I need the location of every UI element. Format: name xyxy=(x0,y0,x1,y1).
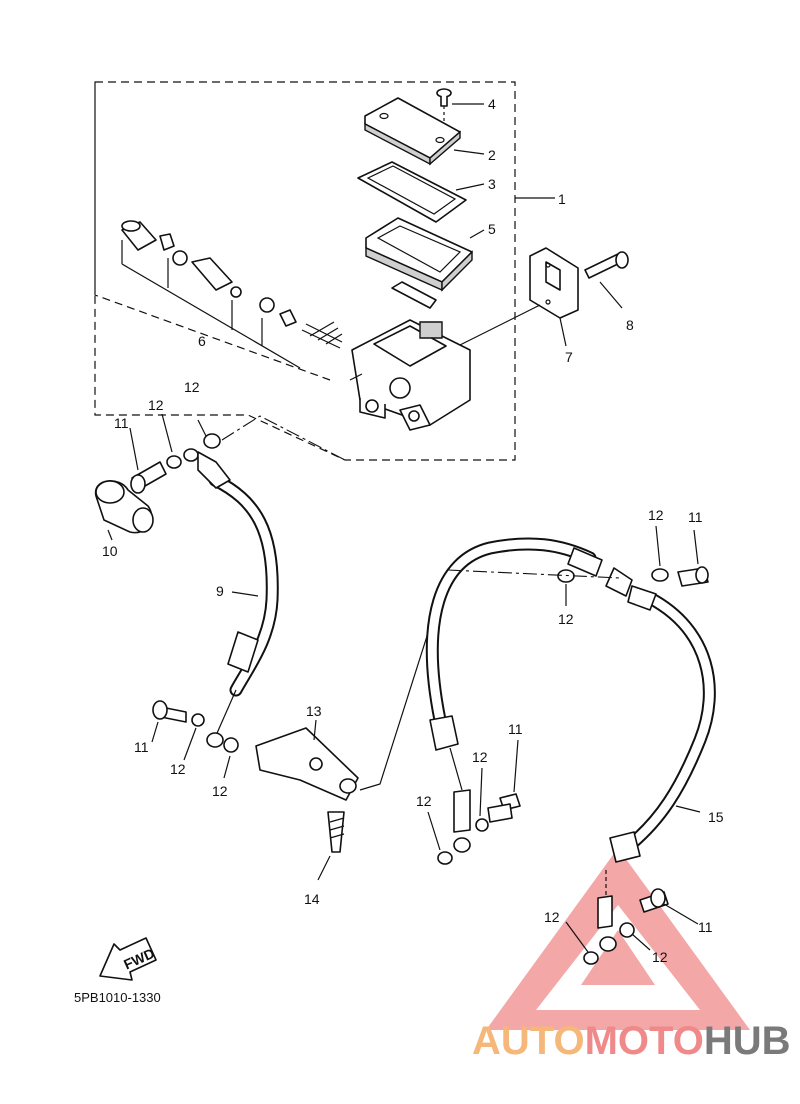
callout-10: 10 xyxy=(102,543,118,559)
callout-11-right-top: 11 xyxy=(688,509,703,525)
callout-11-upper: 11 xyxy=(114,415,129,431)
part-code: 5PB1010-1330 xyxy=(74,990,161,1005)
callout-12-right-hose: 12 xyxy=(558,611,574,627)
callout-12-bottom-b: 12 xyxy=(652,949,668,965)
lower-left-fittings xyxy=(152,569,449,853)
leader-lines xyxy=(107,103,701,953)
watermark-text: AUTOMOTOHUB xyxy=(472,1019,791,1063)
upper-banjo-fittings xyxy=(130,415,346,494)
callout-3: 3 xyxy=(488,176,496,192)
callout-12-bottom-a: 12 xyxy=(544,909,560,925)
callout-8: 8 xyxy=(626,317,634,333)
callout-13: 13 xyxy=(306,703,322,719)
callout-5: 5 xyxy=(488,221,496,237)
callout-6: 6 xyxy=(198,333,206,349)
callout-12-upper-a: 12 xyxy=(184,379,200,395)
part-6-piston-kit xyxy=(121,220,343,369)
callout-11-right-bottom: 11 xyxy=(698,919,713,935)
callout-1: 1 xyxy=(558,191,566,207)
part-10-rubber-boot xyxy=(95,480,154,534)
svg-text:AUTOMOTOHUB: AUTOMOTOHUB xyxy=(472,1019,791,1063)
callout-12-middle-a: 12 xyxy=(472,749,488,765)
callout-2: 2 xyxy=(488,147,496,163)
watermark-hub: HUB xyxy=(704,1019,791,1063)
watermark-inner-triangle xyxy=(581,930,655,985)
callout-4: 4 xyxy=(488,96,496,112)
callout-7: 7 xyxy=(565,349,573,365)
callout-12-lower-left-a: 12 xyxy=(170,761,186,777)
callout-12-upper-b: 12 xyxy=(148,397,164,413)
part-5-diaphragm xyxy=(365,217,473,292)
part-7-clamp xyxy=(459,247,579,346)
fwd-arrow-icon: FWD xyxy=(99,937,157,981)
watermark-logo xyxy=(486,848,750,1030)
callout-12-lower-left-b: 12 xyxy=(212,783,228,799)
part-3-plate xyxy=(357,161,467,223)
part-small-clip xyxy=(391,281,437,309)
watermark-moto: MOTO xyxy=(585,1019,704,1063)
callout-15: 15 xyxy=(708,809,724,825)
part-15-brake-hose xyxy=(425,537,716,929)
right-side-fittings xyxy=(437,566,709,965)
master-cylinder-body xyxy=(349,319,471,431)
part-9-brake-hose xyxy=(208,473,279,741)
watermark-auto: AUTO xyxy=(472,1019,585,1063)
callout-11-right-middle: 11 xyxy=(508,721,523,737)
watermark-triangle xyxy=(486,848,750,1030)
callout-12-right-top: 12 xyxy=(648,507,664,523)
callout-numbers: 1 2 3 4 5 6 7 8 9 10 11 11 11 11 11 12 1… xyxy=(102,96,724,965)
callout-12-middle-b: 12 xyxy=(416,793,432,809)
part-2-reservoir-cap xyxy=(364,97,461,166)
callout-14: 14 xyxy=(304,891,320,907)
part-8-bolt xyxy=(584,251,629,309)
callout-11-lower-left: 11 xyxy=(134,739,149,755)
callout-9: 9 xyxy=(216,583,224,599)
assembly-dashed-box xyxy=(94,81,516,461)
